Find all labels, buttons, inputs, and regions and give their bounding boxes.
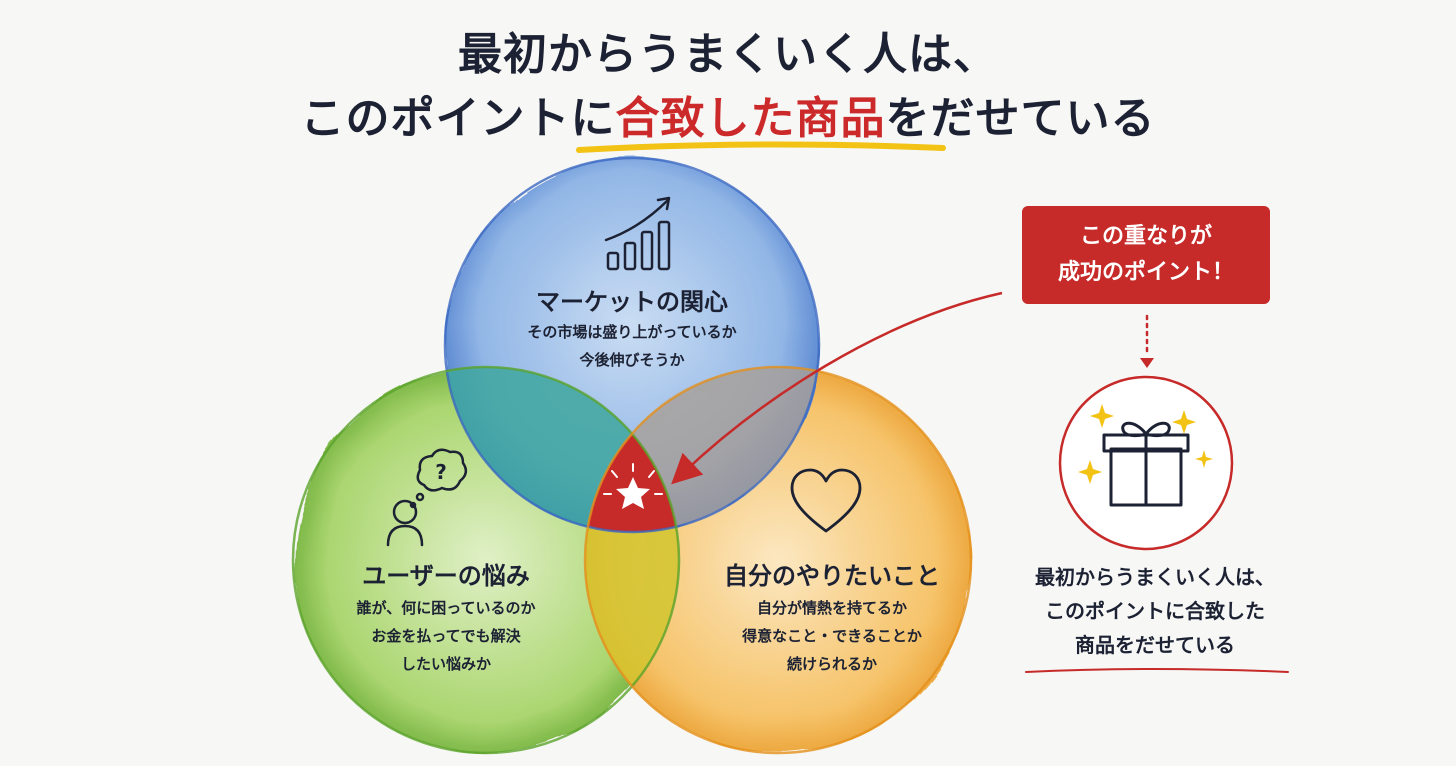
user-desc-line-3: したい悩みか <box>400 655 491 673</box>
callout-line-1: この重なりが <box>1079 224 1212 249</box>
question-mark-icon: ? <box>435 460 447 484</box>
title-highlight: 合致した商品 <box>615 93 886 144</box>
user-desc-line-1: 誰が、何に困っているのか <box>356 599 536 617</box>
sparkle-icon <box>1078 404 1213 484</box>
user-desc: 誰が、何に困っているのか お金を払ってでも解決 したい悩みか <box>296 594 596 678</box>
title-line-2: このポイントに合致した商品をだせている <box>0 82 1456 146</box>
callout-line-2: 成功のポイント！ <box>1057 260 1234 285</box>
overlap-self-market <box>585 367 819 532</box>
title-line-1: 最初からうまくいく人は、 <box>458 29 998 80</box>
self-desc-line-1: 自分が情熱を持てるか <box>756 599 907 617</box>
market-title: マーケットの関心 <box>536 288 728 316</box>
self-desc: 自分が情熱を持てるか 得意なこと・できることか 続けられるか <box>682 594 982 678</box>
overlap-user-market <box>445 367 679 532</box>
market-desc-line-2: 今後伸びそうか <box>579 351 685 369</box>
person-question-icon <box>386 448 468 547</box>
user-title: ユーザーの悩み <box>362 562 530 590</box>
callout-arrow <box>671 291 1003 485</box>
rising-bar-chart-icon <box>604 196 671 271</box>
self-title: 自分のやりたいこと <box>724 562 940 590</box>
self-desc-line-2: 得意なこと・できることか <box>742 627 922 645</box>
dotted-connector <box>1140 314 1154 368</box>
side-text: 最初からうまくいく人は、 このポイントに合致した 商品をだせている <box>1000 560 1310 662</box>
market-desc-line-1: その市場は盛り上がっているか <box>527 323 737 341</box>
callout-box: この重なりが 成功のポイント！ <box>1022 206 1270 304</box>
self-desc-line-3: 続けられるか <box>786 655 877 673</box>
gift-box-icon <box>1102 421 1190 507</box>
user-desc-line-2: お金を払ってでも解決 <box>371 627 521 645</box>
title-line-2-post: をだせている <box>885 93 1156 144</box>
title-line-2-pre: このポイントに <box>300 93 616 144</box>
heart-icon <box>790 468 862 533</box>
title-highlight-underline <box>576 141 946 153</box>
side-text-line-1: 最初からうまくいく人は、 <box>1035 565 1275 589</box>
side-text-line-2: このポイントに合致した <box>1045 599 1265 623</box>
side-text-underline <box>1025 668 1289 673</box>
side-text-line-3: 商品をだせている <box>1075 633 1235 657</box>
star-icon <box>603 463 663 509</box>
market-desc: その市場は盛り上がっているか 今後伸びそうか <box>462 318 802 374</box>
